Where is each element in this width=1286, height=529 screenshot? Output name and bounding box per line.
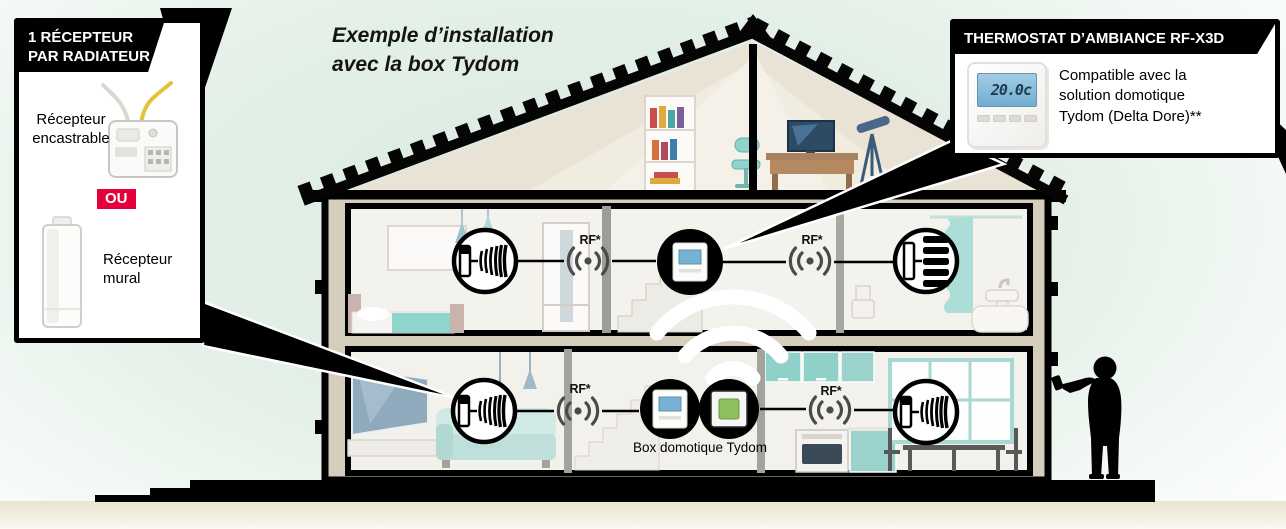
thermostat-lcd: 20.0c [977, 73, 1037, 107]
radiator-receiver-lower-right [892, 378, 960, 446]
rf-label-lower-right: RF* [820, 384, 842, 398]
wall-receiver-image [42, 216, 82, 328]
wall-receiver-line-2: mural [103, 269, 141, 287]
rf-connection-lines [516, 259, 894, 413]
thermostat-callout: THERMOSTAT D’AMBIANCE RF-X3D 20.0c Compa… [950, 19, 1280, 158]
receiver-header-line-1: 1 RÉCEPTEUR [28, 29, 134, 46]
flush-receiver-line-1: Récepteur [36, 111, 106, 128]
thermostat-callout-header: THERMOSTAT D’AMBIANCE RF-X3D [955, 24, 1275, 54]
receiver-callout-header: 1 RÉCEPTEUR PAR RADIATEUR [19, 23, 164, 72]
rf-label-lower-left: RF* [569, 382, 591, 396]
rf-label-upper-right: RF* [801, 233, 823, 247]
thermostat-lcd-value: 20.0c [990, 81, 1032, 99]
roof [297, 14, 1074, 206]
radiator-receiver-upper-left [451, 227, 519, 295]
wall-receiver-line-1: Récepteur [103, 251, 173, 268]
wall-receiver-label: Récepteur mural [103, 251, 172, 289]
thermostat-description-line-1: Compatible avec la [1059, 67, 1187, 84]
receiver-callout: 1 RÉCEPTEUR PAR RADIATEUR Récepteur enca… [14, 18, 205, 343]
thermostat-node-upper [657, 229, 723, 295]
ground [0, 501, 1286, 529]
flush-receiver-line-2: encastrable [32, 129, 110, 147]
thermostat-description-line-3: Tydom (Delta Dore)** [1059, 107, 1202, 125]
tydom-box-label: Box domotique Tydom [632, 440, 768, 455]
attic-room [335, 42, 1058, 196]
thermostat-node-lower [640, 379, 700, 439]
thermostat-product-image: 20.0c [967, 62, 1047, 148]
thermostat-description-line-2: solution domotique [1059, 87, 1185, 105]
flush-receiver-image [101, 81, 178, 178]
thermostat-buttons [977, 115, 1037, 122]
or-badge: OU [97, 189, 136, 209]
towel-radiator-receiver-upper-right [892, 227, 960, 295]
title-line-1: Exemple d’installation [332, 24, 554, 47]
title-line-2: avec la box Tydom [332, 52, 520, 76]
radiator-receiver-lower-left [450, 377, 518, 445]
roof-post [749, 44, 757, 192]
page-title: Exemple d’installation avec la box Tydom [332, 22, 554, 80]
tydom-box-node [699, 379, 759, 439]
rf-label-upper-left: RF* [579, 233, 601, 247]
smartphone-icon [1051, 375, 1064, 391]
house-base [95, 480, 1155, 502]
receiver-header-line-2: PAR RADIATEUR [28, 48, 150, 66]
person-silhouette [1051, 356, 1122, 479]
thermostat-description: Compatible avec la solution domotique Ty… [1059, 66, 1264, 127]
flush-receiver-label: Récepteur encastrable [23, 111, 119, 149]
wifi-icon [649, 289, 817, 386]
